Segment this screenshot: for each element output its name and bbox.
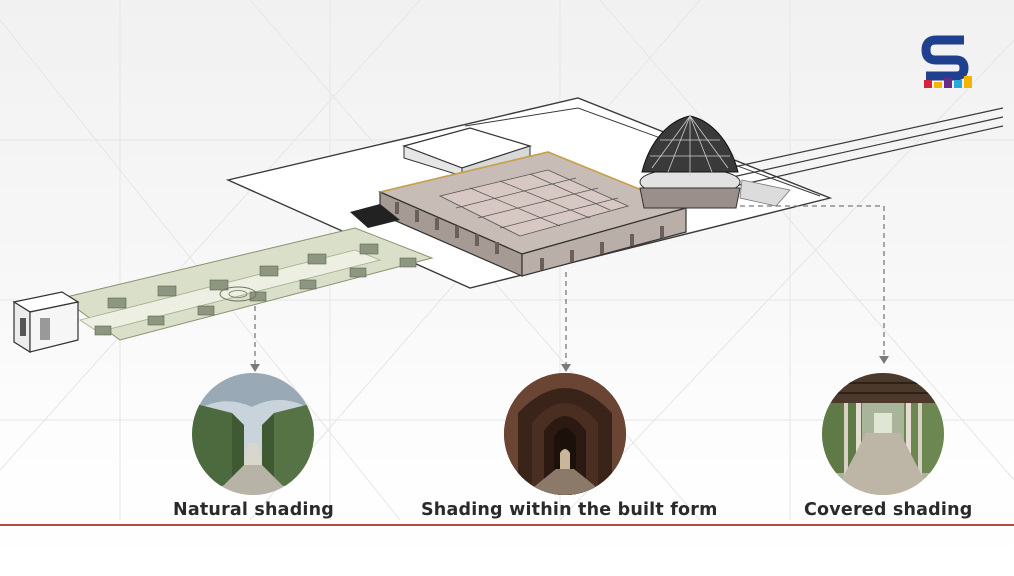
caption-covered-shading: Covered shading — [804, 500, 973, 520]
site-inner-line — [464, 107, 821, 197]
gate-house — [12, 291, 80, 354]
main-building — [350, 151, 688, 277]
garden-walkway — [60, 227, 434, 341]
caption-shading-within-built-form: Shading within the built form — [421, 500, 718, 520]
brand-logo — [921, 35, 972, 88]
thumbnail-brick-corridor — [504, 373, 626, 495]
leader-arrowheads — [250, 356, 889, 372]
lotus-dome — [639, 115, 791, 209]
caption-natural-shading: Natural shading — [173, 500, 335, 520]
leader-lines — [254, 205, 885, 366]
bottom-accent-line — [0, 524, 1014, 526]
thumbnail-covered-walkway — [822, 373, 944, 495]
thumbnail-natural-shading — [192, 373, 314, 495]
access-road — [719, 107, 1004, 187]
